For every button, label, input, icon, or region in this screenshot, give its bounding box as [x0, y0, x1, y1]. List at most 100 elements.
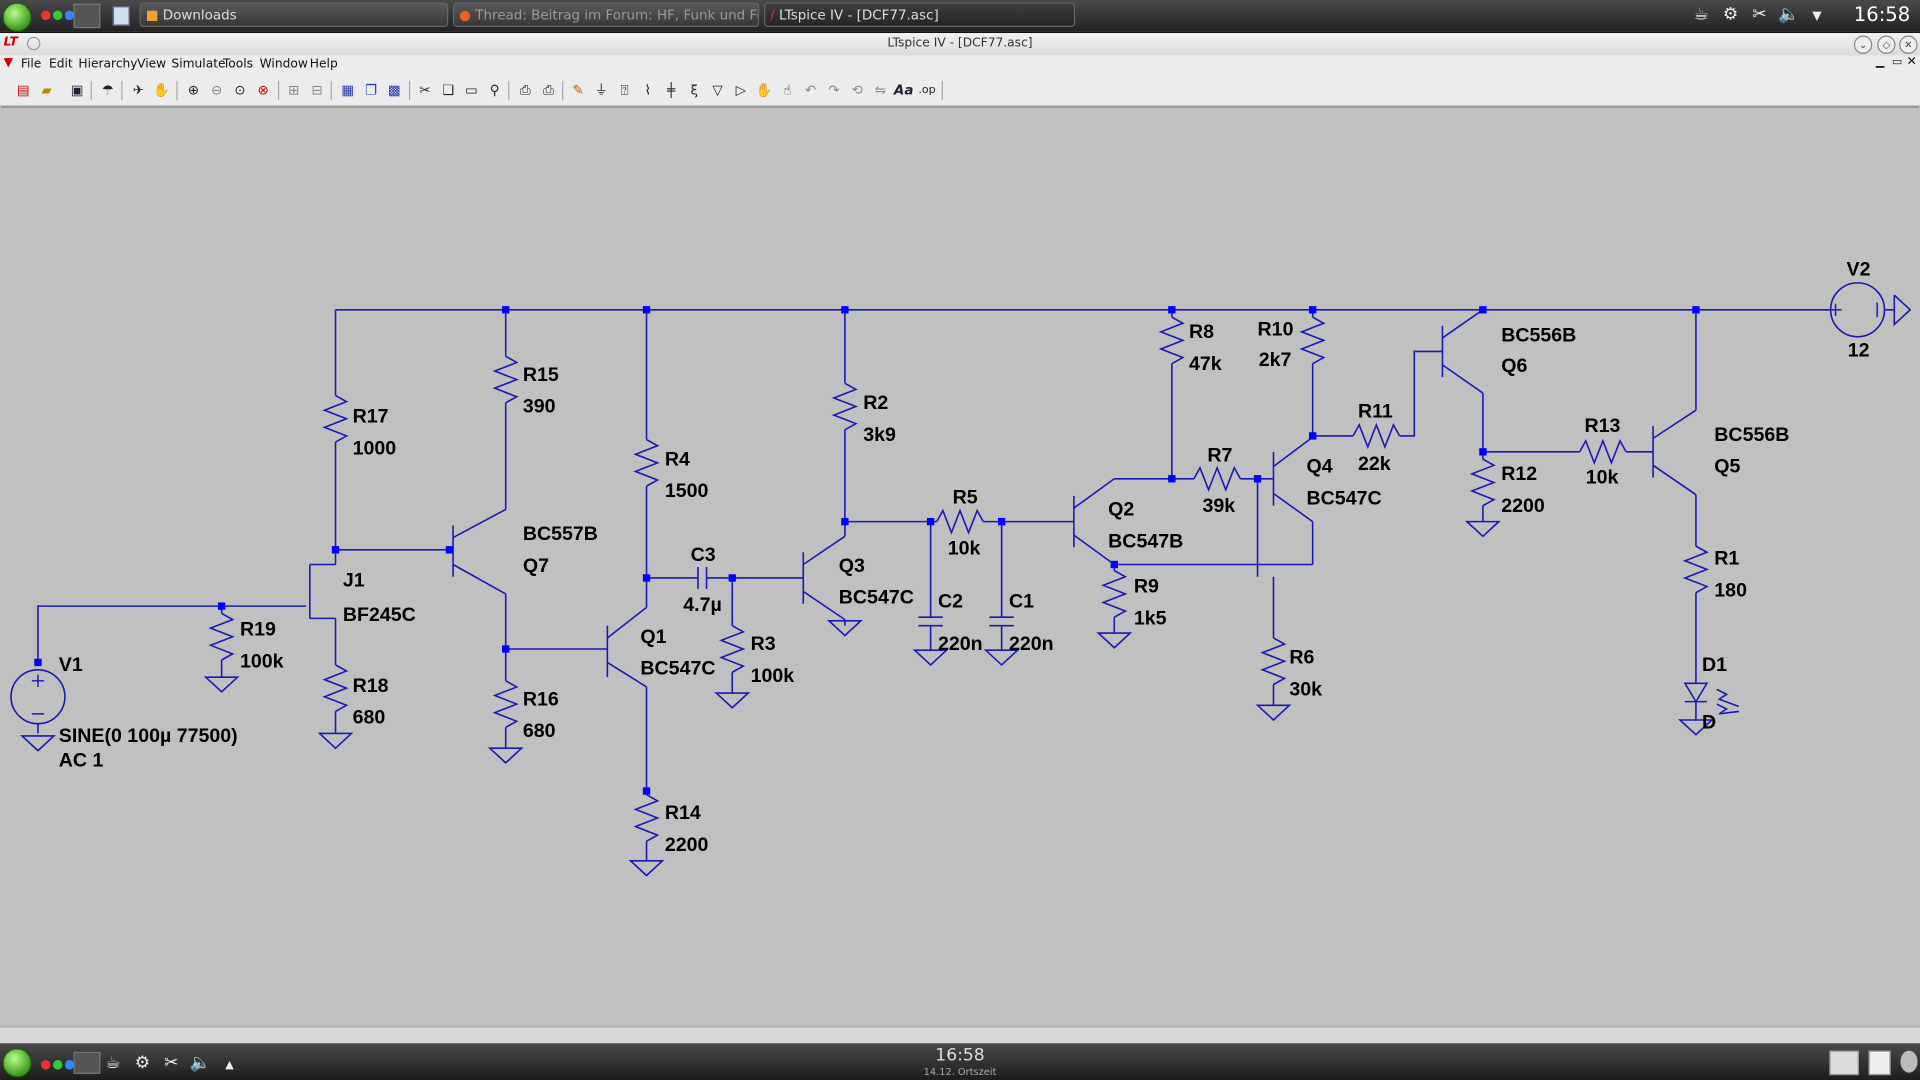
label-q1-value[interactable]: BC547C	[640, 658, 715, 680]
label-r6-value[interactable]: 30k	[1289, 679, 1322, 701]
label-c2-ref[interactable]: C2	[938, 590, 963, 612]
label-r18-value[interactable]: 680	[353, 707, 386, 729]
menu-edit[interactable]: Edit	[48, 57, 73, 72]
volume-icon[interactable]: 🔈	[1777, 4, 1800, 25]
ground-icon[interactable]: ⏚	[594, 82, 608, 98]
mirror-icon[interactable]: ⇋	[874, 82, 887, 98]
coffee-icon[interactable]: ☕	[1693, 4, 1709, 25]
schematic-canvas[interactable]: V1 SINE(0 100µ 77500) AC 1 V2 12 J1 BF24…	[1, 106, 1919, 1027]
bottom-dots-icon[interactable]: ●●●	[40, 1057, 77, 1072]
diode-icon[interactable]: ▽	[712, 82, 723, 98]
undo-icon[interactable]: ↶	[804, 82, 817, 98]
paste-icon[interactable]: ▭	[465, 82, 478, 98]
label-v1-ref[interactable]: V1	[59, 654, 83, 676]
label-r13-value[interactable]: 10k	[1586, 467, 1619, 489]
top-clock[interactable]: 16:58	[1853, 2, 1911, 26]
halt-icon[interactable]: ✋	[153, 82, 171, 98]
menu-view[interactable]: View	[137, 57, 167, 72]
control-panel-icon[interactable]: ☂	[101, 82, 114, 98]
cut-icon[interactable]: ✂	[419, 82, 431, 98]
label-r17-value[interactable]: 1000	[353, 437, 397, 459]
label-r13-ref[interactable]: R13	[1585, 415, 1621, 437]
run-icon[interactable]: ✈	[132, 82, 145, 98]
open-icon[interactable]: ▰	[41, 82, 52, 98]
bottom-coffee-icon[interactable]: ☕	[105, 1053, 121, 1073]
schematic-drawing[interactable]: V1 SINE(0 100µ 77500) AC 1 V2 12 J1 BF24…	[1, 108, 1919, 1026]
tile-icon[interactable]: ▦	[341, 82, 355, 98]
label-r4-ref[interactable]: R4	[665, 448, 690, 470]
cancel-zoom-icon[interactable]: ⊗	[257, 82, 269, 98]
label-icon[interactable]: ⍰	[620, 82, 629, 98]
maximize-icon[interactable]: ◇	[1877, 35, 1896, 54]
minimize-icon[interactable]: ⌄	[1853, 35, 1873, 54]
label-r10-value[interactable]: 2k7	[1259, 349, 1292, 371]
file-manager-icon[interactable]	[112, 6, 130, 26]
task-ltspice[interactable]: / LTspice IV - [DCF77.asc]	[764, 2, 1076, 27]
print-icon[interactable]: ⎙	[543, 82, 554, 98]
arrow-down-icon[interactable]: ▼	[1812, 9, 1822, 24]
label-r1-value[interactable]: 180	[1714, 579, 1747, 601]
label-r1-ref[interactable]: R1	[1714, 547, 1739, 569]
label-r11-ref[interactable]: R11	[1358, 401, 1393, 423]
bottom-gear-icon[interactable]: ⚙	[134, 1053, 151, 1073]
label-r12-value[interactable]: 2200	[1501, 495, 1545, 517]
label-q5-ref[interactable]: Q5	[1714, 456, 1740, 478]
label-c2-value[interactable]: 220n	[938, 633, 983, 655]
menu-file[interactable]: File	[20, 57, 42, 72]
new-schematic-icon[interactable]: ▤	[16, 82, 30, 98]
label-r19-value[interactable]: 100k	[240, 650, 284, 672]
copy-icon[interactable]: ❏	[442, 82, 455, 98]
autorange-icon[interactable]: ⊞	[288, 82, 300, 98]
menu-help[interactable]: Help	[309, 57, 338, 72]
scissors-icon[interactable]: ✂	[1752, 4, 1767, 25]
label-r8-ref[interactable]: R8	[1189, 321, 1214, 343]
bottom-desktop-icon[interactable]	[73, 1051, 101, 1074]
label-r2-value[interactable]: 3k9	[863, 424, 896, 446]
label-d1-value[interactable]: D	[1702, 712, 1716, 734]
find-icon[interactable]: ⚲	[489, 82, 500, 98]
label-r16-value[interactable]: 680	[523, 720, 556, 742]
label-q7-ref[interactable]: Q7	[523, 555, 549, 577]
spice-directive-icon[interactable]: .op	[918, 84, 936, 97]
label-q5-value[interactable]: BC556B	[1714, 424, 1789, 446]
label-r9-value[interactable]: 1k5	[1134, 607, 1167, 629]
move-icon[interactable]: ✋	[755, 82, 773, 98]
label-q6-value[interactable]: BC556B	[1501, 325, 1576, 347]
window-dots-icon[interactable]: ●●●	[40, 8, 77, 23]
label-r17-ref[interactable]: R17	[353, 405, 389, 427]
label-v1-value2[interactable]: AC 1	[59, 750, 104, 772]
label-r4-value[interactable]: 1500	[665, 480, 709, 502]
menu-window[interactable]: Window	[259, 57, 308, 72]
label-r3-ref[interactable]: R3	[751, 633, 776, 655]
cascade-icon[interactable]: ❐	[364, 82, 378, 98]
task-downloads[interactable]: ■ Downloads	[139, 2, 449, 27]
child-close-icon[interactable]: ✕	[1906, 55, 1917, 69]
child-minimize-icon[interactable]: ▁	[1875, 56, 1885, 69]
trash-icon[interactable]	[1868, 1050, 1891, 1076]
label-q7-value[interactable]: BC557B	[523, 523, 598, 545]
task-browser[interactable]: ● Thread: Beitrag im Forum: HF, Funk und…	[453, 2, 760, 27]
label-q4-value[interactable]: BC547C	[1307, 487, 1382, 509]
label-v2-ref[interactable]: V2	[1847, 259, 1871, 281]
label-r2-ref[interactable]: R2	[863, 392, 888, 414]
label-j1-value[interactable]: BF245C	[343, 604, 416, 626]
bottom-scissors-icon[interactable]: ✂	[164, 1053, 179, 1073]
rotate-icon[interactable]: ⟲	[851, 82, 863, 98]
label-q6-ref[interactable]: Q6	[1501, 355, 1527, 377]
label-v1-value[interactable]: SINE(0 100µ 77500)	[59, 725, 238, 747]
label-v2-value[interactable]: 12	[1848, 339, 1870, 361]
capacitor-icon[interactable]: ╪	[666, 82, 676, 98]
child-restore-icon[interactable]: ▭	[1891, 56, 1903, 69]
label-r12-ref[interactable]: R12	[1501, 463, 1537, 485]
label-q2-ref[interactable]: Q2	[1108, 499, 1134, 521]
label-d1-ref[interactable]: D1	[1702, 654, 1727, 676]
label-r14-value[interactable]: 2200	[665, 834, 709, 856]
label-c1-ref[interactable]: C1	[1009, 590, 1034, 612]
menu-simulate[interactable]: Simulate	[171, 57, 226, 72]
label-q3-value[interactable]: BC547C	[839, 587, 914, 609]
label-j1-ref[interactable]: J1	[343, 570, 365, 592]
menu-hierarchy[interactable]: Hierarchy	[78, 57, 138, 72]
zoom-fit-icon[interactable]: ⊙	[234, 82, 246, 98]
label-r11-value[interactable]: 22k	[1358, 453, 1391, 475]
start-menu-icon[interactable]	[2, 2, 32, 32]
